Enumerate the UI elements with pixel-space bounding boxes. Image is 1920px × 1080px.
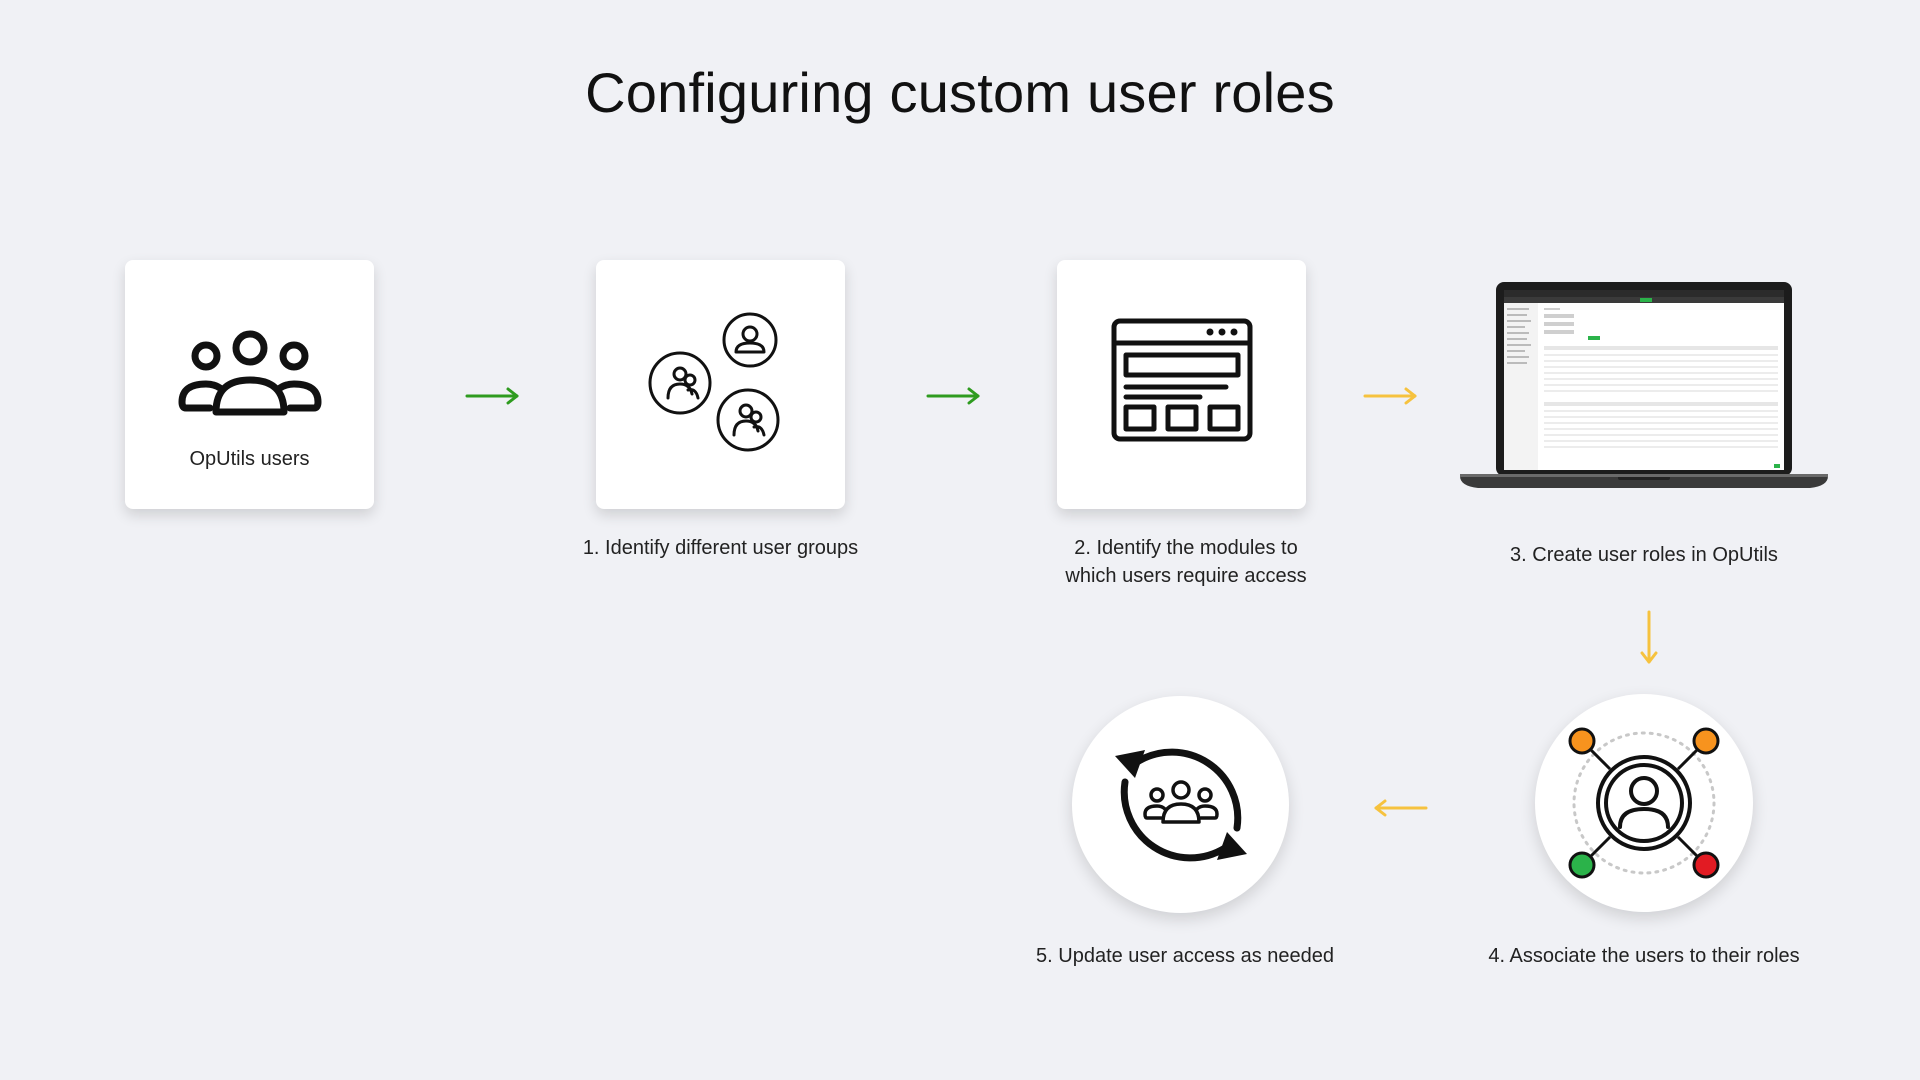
circle-step-5	[1072, 696, 1289, 913]
step-3-label: 3. Create user roles in OpUtils	[1510, 544, 1778, 566]
step-1-label: 1. Identify different user groups	[582, 537, 859, 559]
users-group-icon	[176, 328, 324, 416]
user-network-icon	[1554, 713, 1734, 893]
step-4-label: 4. Associate the users to their roles	[1488, 945, 1800, 967]
step-5-label: 5. Update user access as needed	[1036, 945, 1334, 967]
user-groups-icon	[648, 310, 788, 460]
arrow-right-icon	[926, 386, 982, 406]
arrow-right-icon	[1363, 386, 1419, 406]
arrow-down-icon	[1639, 610, 1659, 666]
circle-step-4	[1535, 694, 1753, 912]
arrow-right-icon	[465, 386, 521, 406]
card-step-2	[1057, 260, 1306, 509]
laptop-screenshot-icon	[1458, 280, 1830, 496]
arrow-left-icon	[1372, 798, 1428, 818]
start-label: OpUtils users	[189, 448, 310, 470]
refresh-users-icon	[1105, 732, 1257, 878]
card-oputils-users: OpUtils users	[125, 260, 374, 509]
step-2-label: 2. Identify the modules to which users r…	[1065, 537, 1307, 587]
card-step-1	[596, 260, 845, 509]
page-title: Configuring custom user roles	[585, 61, 1335, 124]
browser-window-icon	[1110, 317, 1254, 443]
